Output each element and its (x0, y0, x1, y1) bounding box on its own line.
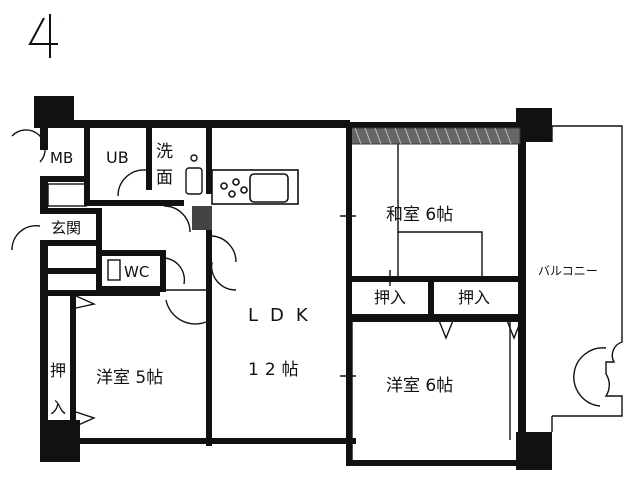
interior-walls (40, 120, 522, 466)
label-yoshitsu-west: 洋室 5帖 (96, 368, 163, 388)
label-senmen-2: 面 (156, 168, 173, 188)
label-ldk-size: 12帖 (248, 360, 305, 380)
north-mark-label: 4 (62, 21, 63, 23)
label-ldk: LDK (248, 305, 320, 326)
label-yoshitsu-east: 洋室 6帖 (386, 376, 453, 396)
washbasin (185, 154, 203, 195)
label-washitsu: 和室 6帖 (386, 205, 453, 225)
label-genkan: 玄関 (51, 219, 81, 237)
label-wc: WC (124, 263, 149, 281)
label-ub: UB (106, 148, 129, 167)
label-mb: MB (50, 149, 73, 167)
exterior-walls (34, 96, 552, 470)
washitsu-top-hatch (349, 127, 521, 145)
label-senmen-1: 洗 (156, 142, 173, 162)
label-oshiire-1: 押入 (374, 288, 406, 307)
north-mark (28, 14, 58, 58)
label-oshiire-2: 押入 (458, 288, 490, 307)
thin-lines (11, 125, 623, 460)
label-oshiire-west-1: 押 (50, 361, 66, 380)
label-balcony: バルコニー (538, 264, 598, 278)
label-oshiire-west-2: 入 (50, 398, 66, 417)
toilet (107, 259, 121, 281)
kitchen-counter (211, 169, 299, 205)
